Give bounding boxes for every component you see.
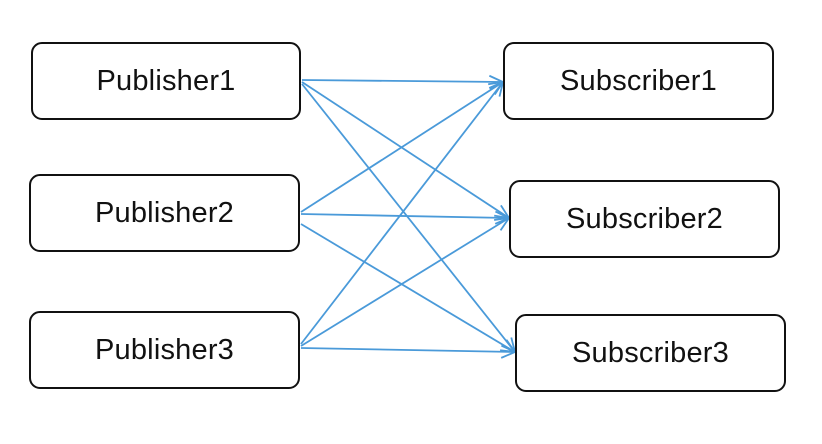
- subscriber1-box: Subscriber1: [503, 42, 774, 120]
- subscriber2-box: Subscriber2: [509, 180, 780, 258]
- subscriber3-box: Subscriber3: [515, 314, 786, 392]
- edge-p2-s2: [300, 213, 510, 219]
- subscriber1-label: Subscriber1: [560, 64, 717, 97]
- edge-p3-s2: [300, 217, 510, 347]
- publisher3-box: Publisher3: [29, 311, 300, 389]
- subscriber2-label: Subscriber2: [566, 202, 723, 235]
- subscriber3-label: Subscriber3: [572, 336, 729, 369]
- publisher2-label: Publisher2: [94, 196, 235, 229]
- publisher1-label: Publisher1: [96, 64, 236, 97]
- edge-p2-s1: [300, 81, 504, 213]
- edge-p1-s3: [301, 83, 516, 353]
- edge-p2-s3: [300, 223, 516, 353]
- edge-p3-s1: [300, 81, 504, 345]
- edge-p1-s1: [301, 79, 504, 83]
- publisher1-box: Publisher1: [31, 42, 301, 120]
- edge-p1-s2: [301, 81, 510, 219]
- edges-layer: [300, 74, 518, 359]
- edge-p3-s3: [300, 347, 516, 353]
- publisher3-label: Publisher3: [94, 333, 235, 366]
- publisher2-box: Publisher2: [29, 174, 300, 252]
